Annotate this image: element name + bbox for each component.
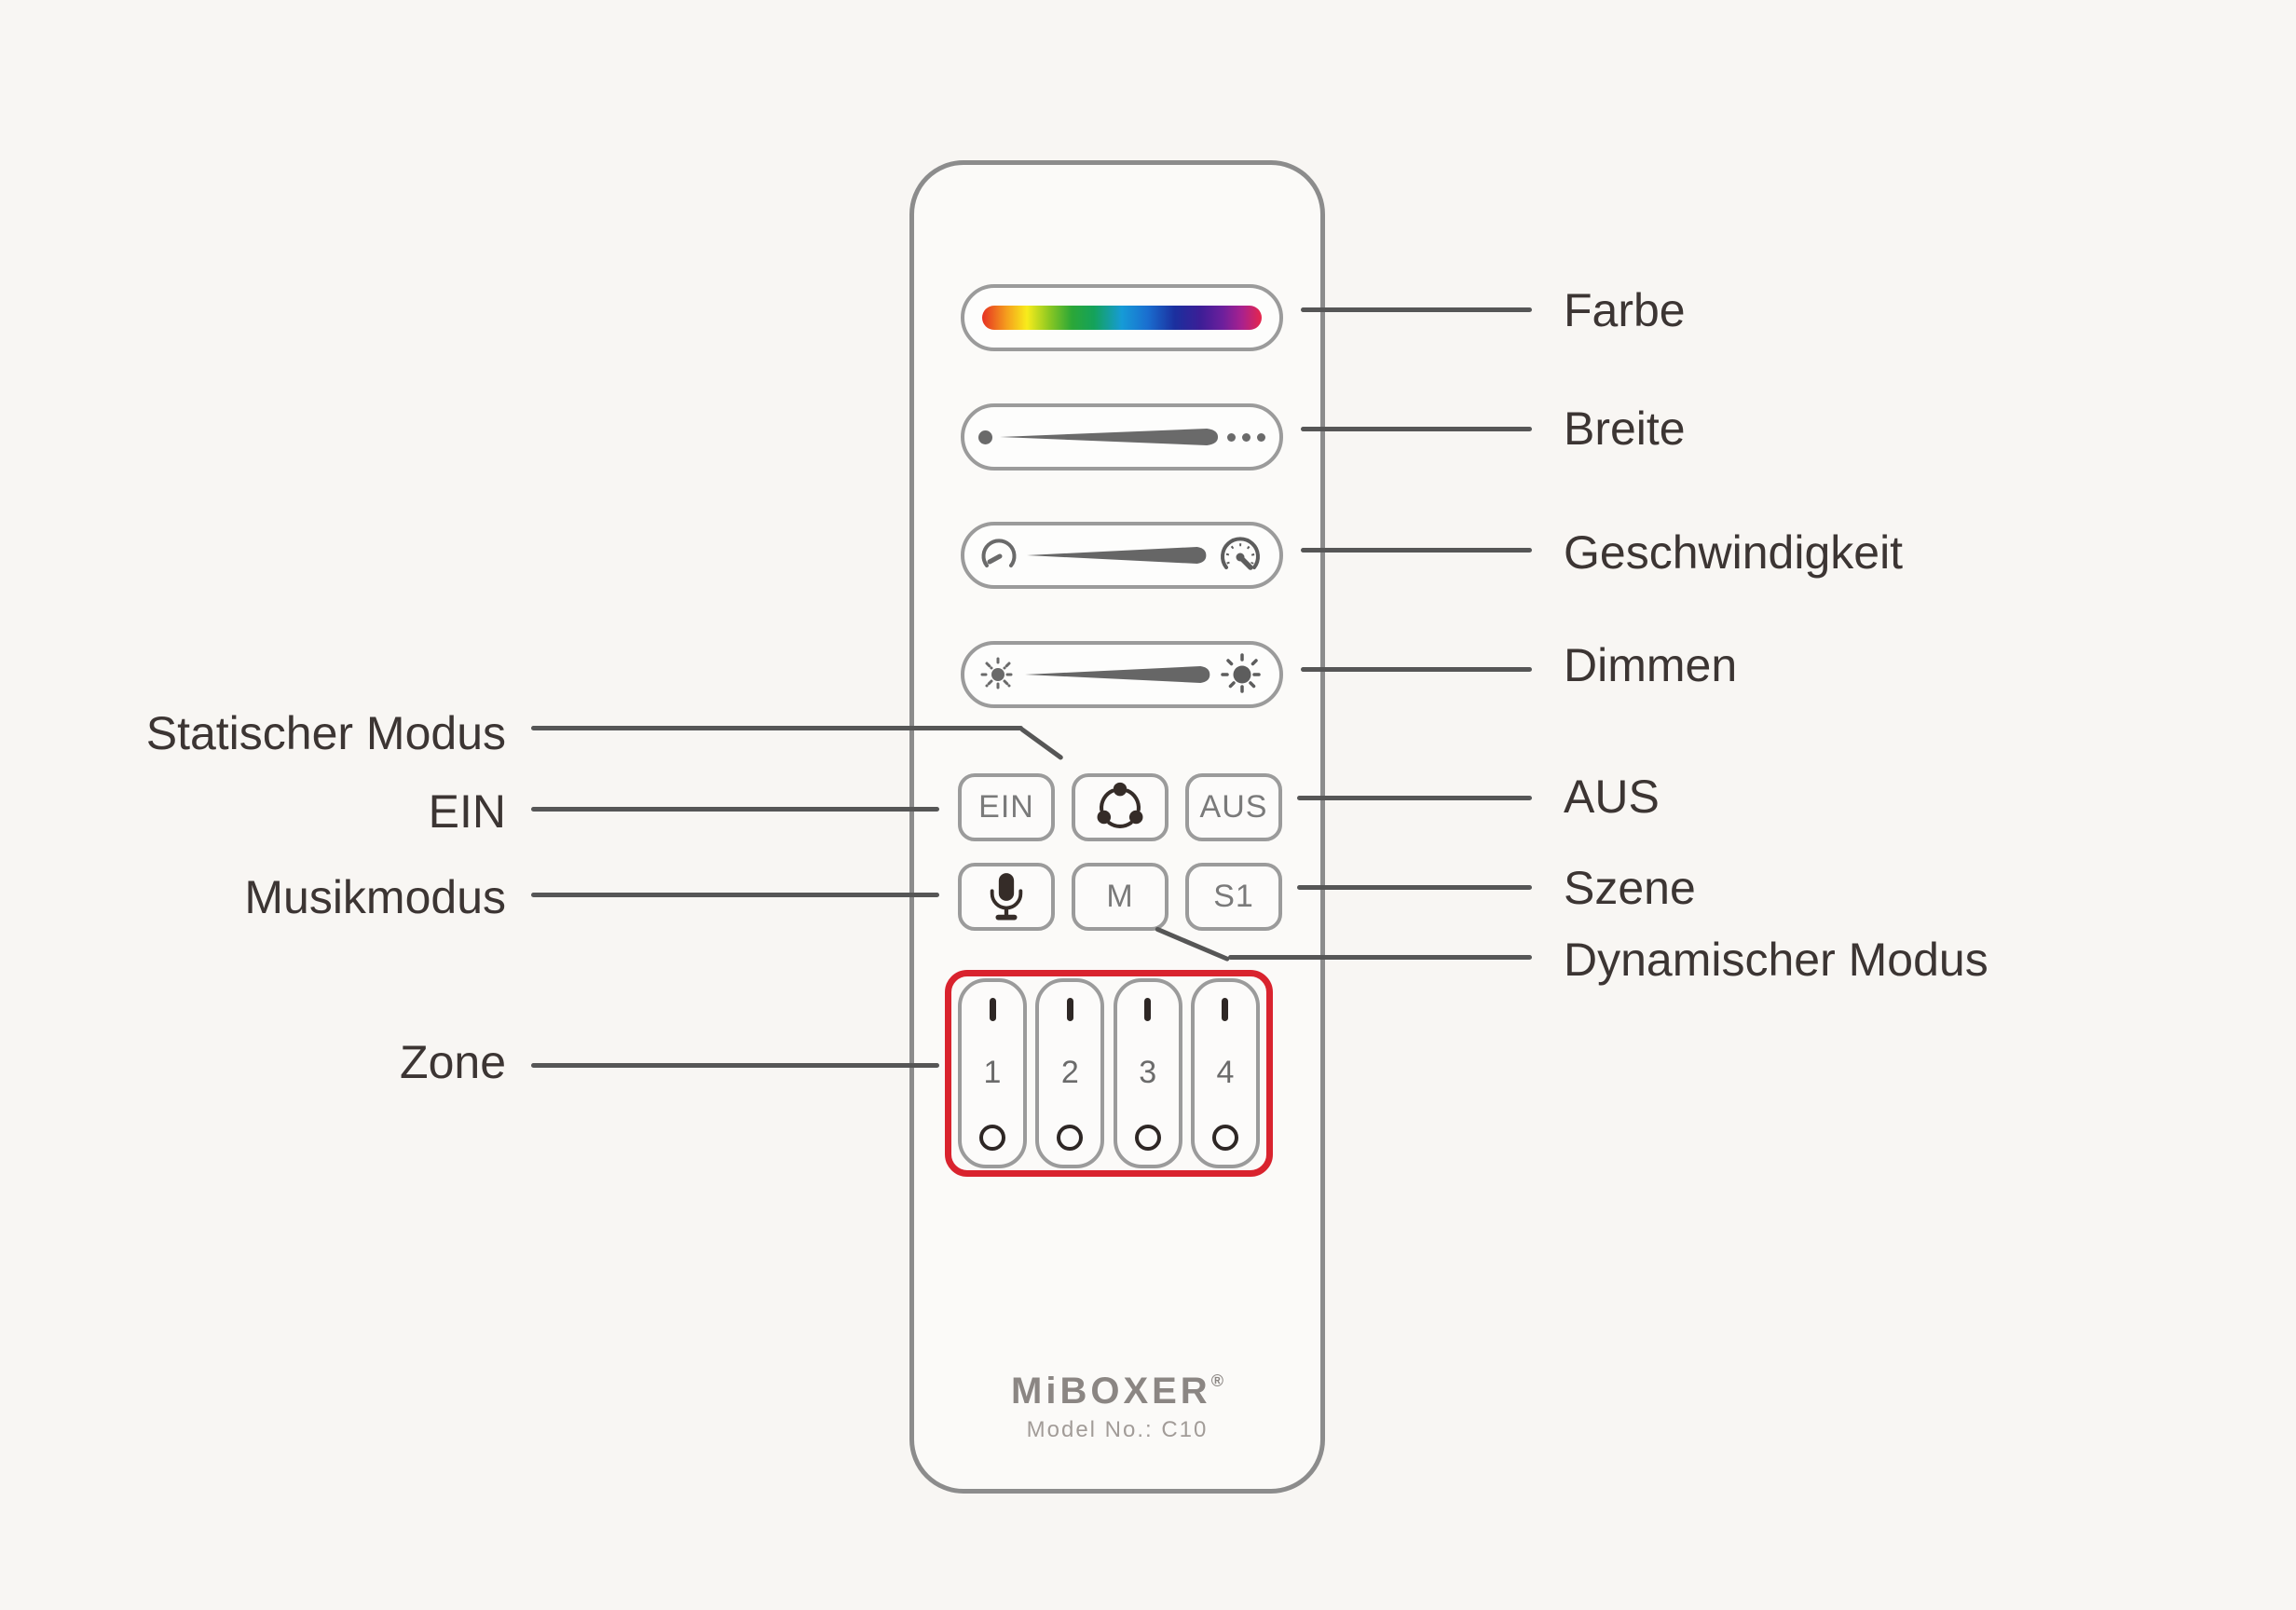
zone-number: 3 (1139, 1055, 1157, 1090)
speedometer-slow-icon (978, 535, 1019, 576)
music-mode-button[interactable] (958, 863, 1055, 931)
zone-number: 1 (983, 1055, 1002, 1090)
connector-off (1297, 796, 1532, 800)
dynamic-mode-button-label: M (1106, 879, 1134, 914)
connector-static-mode (531, 726, 1023, 730)
connector-zone (531, 1063, 939, 1068)
small-dot-icon (978, 430, 992, 444)
off-button[interactable]: AUS (1185, 773, 1282, 841)
label-speed: Geschwindigkeit (1564, 526, 1904, 579)
label-dynamic-mode: Dynamischer Modus (1564, 934, 1988, 986)
on-button[interactable]: EIN (958, 773, 1055, 841)
connector-dynamic-mode (1228, 955, 1532, 960)
label-zone: Zone (400, 1036, 506, 1088)
connector-speed (1301, 548, 1532, 553)
label-on: EIN (428, 785, 506, 838)
dynamic-mode-button[interactable]: M (1072, 863, 1168, 931)
zone-number: 4 (1216, 1055, 1235, 1090)
zone-on-mark (989, 998, 996, 1021)
sun-bright-icon (1219, 651, 1265, 698)
connector-music-mode (531, 893, 939, 897)
taper-wedge-icon (1027, 544, 1208, 566)
on-button-label: EIN (978, 789, 1034, 825)
scene-button[interactable]: S1 (1185, 863, 1282, 931)
label-static-mode: Statischer Modus (145, 707, 506, 759)
zone-button-3[interactable]: 3 (1113, 978, 1182, 1168)
zone-button-2[interactable]: 2 (1035, 978, 1105, 1168)
zone-off-mark (979, 1125, 1005, 1151)
sun-dim-icon (978, 655, 1018, 694)
off-button-label: AUS (1199, 789, 1268, 825)
scene-button-label: S1 (1213, 879, 1254, 914)
color-slider[interactable] (961, 284, 1283, 351)
three-dots-icon (1227, 432, 1265, 442)
dim-slider[interactable] (961, 641, 1283, 708)
zone-button-1[interactable]: 1 (958, 978, 1027, 1168)
connector-on (531, 807, 939, 812)
registered-mark: ® (1210, 1371, 1223, 1390)
model-number: Model No.: C10 (1026, 1417, 1209, 1442)
zone-number: 2 (1060, 1055, 1079, 1090)
connector-color (1301, 307, 1532, 312)
zone-off-mark (1211, 1125, 1238, 1151)
zone-off-mark (1057, 1125, 1084, 1151)
label-scene: Szene (1564, 862, 1696, 914)
zone-off-mark (1134, 1125, 1161, 1151)
mic-icon (985, 869, 1028, 925)
zone-button-4[interactable]: 4 (1190, 978, 1260, 1168)
color-gradient-bar (982, 306, 1262, 330)
zone-on-mark (1066, 998, 1073, 1021)
static-mode-icon (1093, 781, 1147, 835)
zone-keypad-highlight: 1 2 3 4 (945, 970, 1273, 1177)
connector-dim (1301, 667, 1532, 672)
taper-wedge-icon (1000, 426, 1220, 448)
connector-scene (1297, 885, 1532, 890)
remote-control-body: EIN AUS (909, 160, 1325, 1494)
speed-slider[interactable] (961, 522, 1283, 589)
taper-wedge-icon (1025, 663, 1211, 686)
width-slider[interactable] (961, 403, 1283, 471)
zone-on-mark (1222, 998, 1229, 1021)
brand-logo: MiBOXER® (1011, 1371, 1223, 1412)
static-mode-button[interactable] (1072, 773, 1168, 841)
connector-width (1301, 427, 1532, 431)
label-dim: Dimmen (1564, 639, 1738, 691)
speedometer-fast-icon (1215, 530, 1265, 580)
label-music-mode: Musikmodus (244, 871, 506, 923)
label-off: AUS (1564, 771, 1660, 823)
label-width: Breite (1564, 402, 1686, 455)
zone-on-mark (1144, 998, 1152, 1021)
label-color: Farbe (1564, 284, 1686, 336)
